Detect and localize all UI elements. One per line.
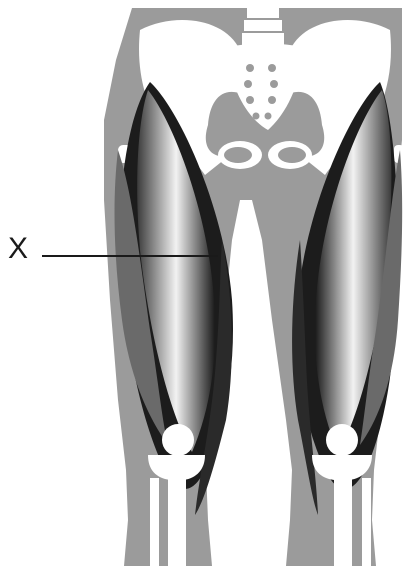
label-x: X [8,234,28,264]
spine [242,8,284,45]
knee-and-shin-bones [148,424,372,566]
